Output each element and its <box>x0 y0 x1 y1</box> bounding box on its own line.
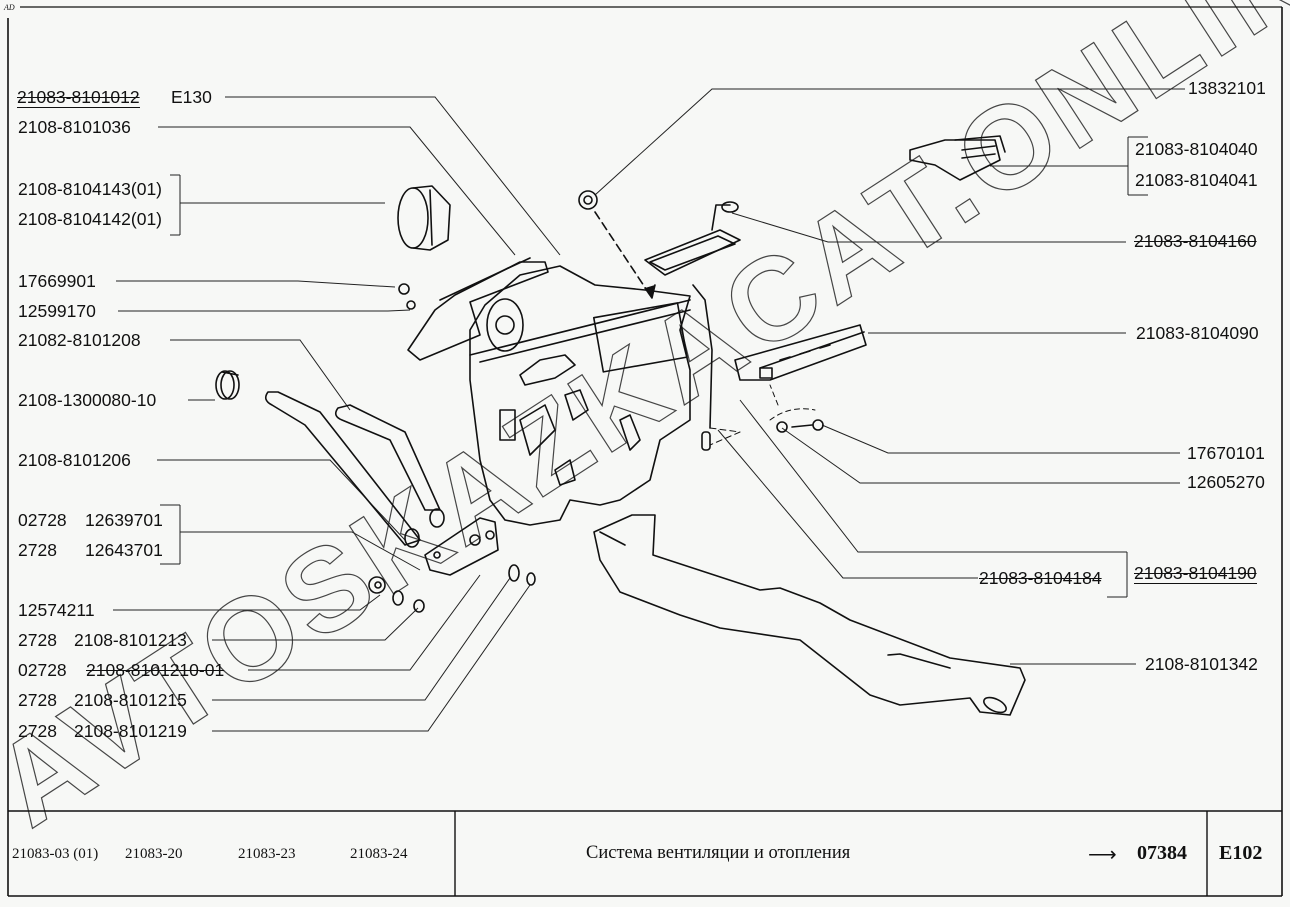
model-21083-23: 21083-23 <box>238 846 296 862</box>
floor-air-duct-part <box>593 514 1026 716</box>
leader-21082-8101208 <box>170 339 351 411</box>
callout-21083-8101012: 21083-8101012 <box>17 87 140 108</box>
callout-21082-8101208: 21082-8101208 <box>18 330 141 350</box>
leader-12639701 <box>180 531 421 571</box>
model-21083-20: 21083-20 <box>125 846 183 862</box>
heater-assembly-drawing <box>215 135 1026 716</box>
callout-17670101: 17670101 <box>1187 443 1265 463</box>
leader-21083-8104190 <box>739 399 1127 553</box>
leader-21083-8104184 <box>717 429 978 579</box>
callout-2108-8104143: 2108-8104143(01) <box>18 179 163 199</box>
reference-number[interactable]: 07384 <box>1137 842 1187 864</box>
callout-21083-8104040: 21083-8104040 <box>1135 139 1258 159</box>
callout-21083-8104184: 21083-8104184 <box>979 568 1102 588</box>
callout-12639701: 12639701 <box>85 510 163 530</box>
part-number: 21083-8101012 <box>17 87 140 107</box>
model-21083-03: 21083-03 (01) <box>12 846 99 862</box>
leader-2108-8101210 <box>248 574 481 671</box>
control-cable-part <box>692 284 741 451</box>
model-21083-24: 21083-24 <box>350 846 408 862</box>
callout-12643701: 12643701 <box>85 540 163 560</box>
callout-2108-1300080-10: 2108-1300080-10 <box>18 390 157 410</box>
sheet-frame <box>7 6 1283 897</box>
callout-2108-8101219: 2108-8101219 <box>74 721 187 741</box>
leader-2108-8101215 <box>212 577 511 701</box>
air-intake-cap-part <box>397 185 451 251</box>
leader-2108-8101213 <box>212 607 419 641</box>
callout-12574211: 12574211 <box>18 600 95 620</box>
callout-21083-8104190: 21083-8104190 <box>1134 563 1257 584</box>
leader-lines-left <box>113 96 561 732</box>
watermark: AVTOSKAZKACAT.ONLINE <box>0 0 1290 852</box>
callout-2108-8101215: 2108-8101215 <box>74 690 187 710</box>
nut-13832101-part <box>578 190 656 299</box>
leader-12599170 <box>118 309 411 312</box>
leader-2108-8101036 <box>158 126 516 256</box>
callout-02728-prefix: 02728 <box>18 510 67 530</box>
leader-17669901 <box>116 280 396 288</box>
callout-2108-8101210-01: 2108-8101210-01 <box>86 660 225 680</box>
callout-2728-prefix: 2728 <box>18 540 57 560</box>
leader-13832101 <box>594 88 1185 196</box>
callout-2108-8104142: 2108-8104142(01) <box>18 209 163 229</box>
heater-cover-part <box>398 257 549 361</box>
flange-plate-part <box>424 517 499 576</box>
callout-2728-prefix: 2728 <box>18 690 57 710</box>
callout-e130: E130 <box>171 87 212 107</box>
leader-21083-8101012 <box>225 96 561 256</box>
leader-2108-8101206 <box>157 459 406 541</box>
heater-housing-part <box>469 265 691 526</box>
leader-12574211 <box>113 594 381 611</box>
flap-lever-part <box>644 201 741 276</box>
callout-12605270: 12605270 <box>1187 472 1265 492</box>
callout-2108-8101213: 2108-8101213 <box>74 630 187 650</box>
part-number: 21083-8104190 <box>1134 563 1257 583</box>
callout-21083-8104041: 21083-8104041 <box>1135 170 1258 190</box>
leader-2108-8101219 <box>212 584 531 732</box>
hose-clamp-part <box>215 370 240 400</box>
fasteners-part <box>368 564 536 613</box>
callout-02728-prefix: 02728 <box>18 660 67 680</box>
screw-and-washer-part <box>769 384 824 433</box>
side-vent-nozzle-part <box>909 135 1006 181</box>
leader-12605270 <box>781 427 1180 484</box>
sheet-title: Система вентиляции и отопления <box>586 843 851 863</box>
leader-lines-right <box>594 88 1185 665</box>
callout-2728-prefix: 2728 <box>18 630 57 650</box>
callout-2108-8101036: 2108-8101036 <box>18 117 131 137</box>
leader-17670101 <box>821 424 1180 454</box>
callout-12599170: 12599170 <box>18 301 96 321</box>
heater-hoses-part <box>264 391 445 548</box>
callout-17669901: 17669901 <box>18 271 96 291</box>
watermark-text: AVTOSKAZKACAT.ONLINE <box>0 0 1290 852</box>
callout-21083-8104160: 21083-8104160 <box>1134 231 1257 251</box>
callout-2108-8101206: 2108-8101206 <box>18 450 131 470</box>
corner-mark: AD <box>4 3 15 12</box>
ref-arrow-icon: ⟶ <box>1088 844 1117 866</box>
callout-2728-prefix: 2728 <box>18 721 57 741</box>
callout-13832101: 13832101 <box>1188 78 1266 98</box>
callout-21083-8104090: 21083-8104090 <box>1136 323 1259 343</box>
control-panel-part <box>734 324 867 381</box>
leader-21083-8104160 <box>731 212 1126 243</box>
callout-2108-8101342: 2108-8101342 <box>1145 654 1258 674</box>
page-code: E102 <box>1219 842 1263 864</box>
